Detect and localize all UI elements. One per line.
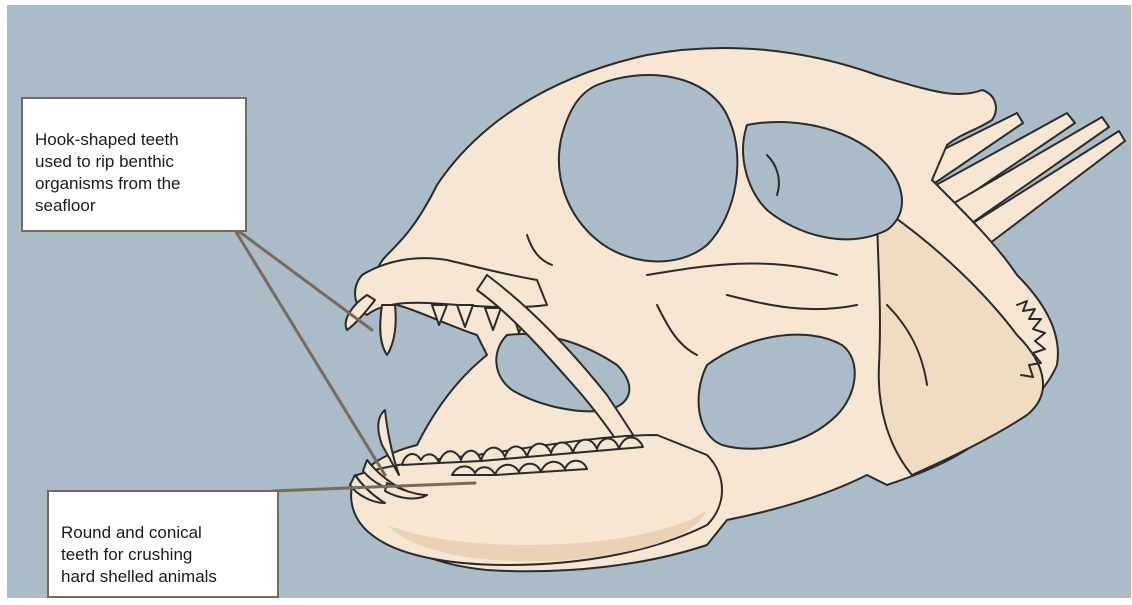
hook-teeth-label: Hook-shaped teeth used to rip benthic or… bbox=[35, 130, 181, 215]
hook-teeth-callout: Hook-shaped teeth used to rip benthic or… bbox=[21, 97, 247, 232]
round-teeth-label: Round and conical teeth for crushing har… bbox=[61, 523, 217, 586]
round-teeth-callout: Round and conical teeth for crushing har… bbox=[47, 490, 279, 598]
illustration-panel: Hook-shaped teeth used to rip benthic or… bbox=[7, 5, 1131, 598]
